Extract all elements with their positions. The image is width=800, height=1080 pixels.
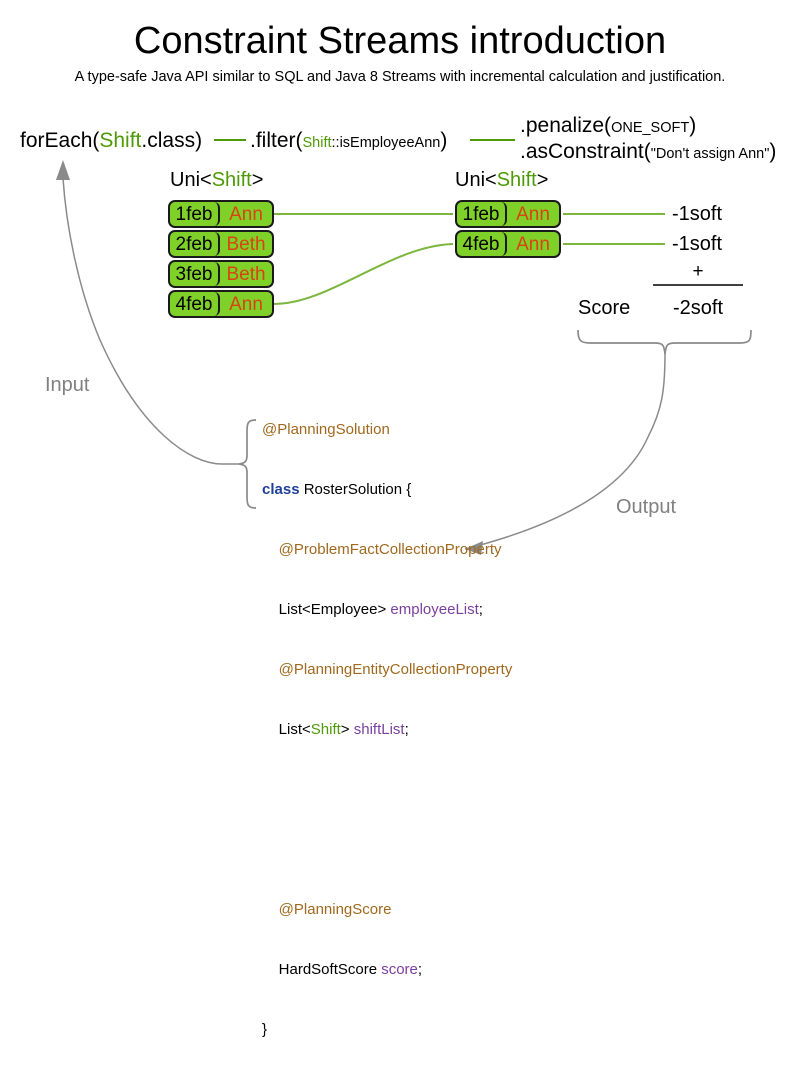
score-field-name: score [381, 961, 418, 978]
employee-list-semicolon: ; [478, 601, 483, 618]
match-score: -1soft [672, 233, 723, 255]
as-constraint-prefix: .asConstraint( [520, 140, 651, 163]
shift-list-mid: > [340, 721, 354, 738]
fact-chip: 4feb Ann [455, 230, 561, 258]
as-constraint-arg: "Don't assign Ann" [650, 146, 770, 162]
fact-employee: Beth [226, 233, 266, 255]
expression-filter: .filter(Shift::isEmployeeAnn) [250, 128, 447, 156]
page-title: Constraint Streams introduction [133, 20, 667, 62]
filter-suffix: ) [440, 129, 448, 152]
stream-line-4feb [273, 243, 454, 305]
class-name: RosterSolution { [299, 481, 412, 498]
fact-employee: Ann [516, 233, 550, 255]
score-total: -2soft [672, 297, 724, 319]
penalize-suffix: ) [689, 114, 697, 137]
score-brace [577, 329, 752, 355]
shift-list-name: shiftList [353, 721, 405, 738]
filter-type: Shift [302, 135, 332, 151]
fact-date: 2feb [170, 232, 220, 256]
shift-list-semicolon: ; [404, 721, 409, 738]
code-line: @PlanningEntityCollectionProperty [262, 660, 513, 680]
filter-method: ::isEmployeeAnn [331, 135, 441, 151]
fact-date: 4feb [457, 232, 507, 256]
penalize-arg: ONE_SOFT [611, 120, 690, 136]
code-line: @PlanningScore [262, 900, 512, 920]
fact-date: 1feb [457, 202, 507, 226]
keyword-class: class [262, 481, 300, 498]
code-line: class RosterSolution { [262, 480, 512, 500]
fact-employee: Beth [226, 263, 266, 285]
input-arrow-head [56, 160, 70, 180]
fact-date: 3feb [170, 262, 220, 286]
output-label: Output [616, 496, 677, 518]
foreach-type: Shift [99, 129, 142, 152]
foreach-prefix: forEach( [20, 129, 100, 152]
penalize-prefix: .penalize( [520, 114, 612, 137]
uni-label-left: Uni<Shift> [170, 168, 263, 192]
filter-prefix: .filter( [250, 129, 303, 152]
code-line-blank-2 [262, 840, 512, 860]
match-score: -1soft [672, 203, 723, 225]
annotation-planning-entity: @PlanningEntityCollectionProperty [262, 661, 513, 678]
shift-list-type: Shift [310, 721, 341, 738]
code-line: HardSoftScore score; [262, 960, 512, 980]
code-line: @ProblemFactCollectionProperty [262, 540, 512, 560]
code-line: List<Shift> shiftList; [262, 720, 512, 740]
code-line: @PlanningSolution [262, 420, 512, 440]
uni-right-suffix: > [536, 169, 549, 191]
score-brace-stem [647, 353, 666, 438]
fact-date: 4feb [170, 292, 220, 316]
expression-penalize: .penalize(ONE_SOFT) [520, 113, 696, 141]
foreach-suffix: .class) [141, 129, 203, 152]
annotation-planning-score: @PlanningScore [262, 901, 392, 918]
slide-canvas: Constraint Streams introduction A type-s… [20, 20, 776, 1038]
fact-chip: 1feb Ann [168, 200, 274, 228]
fact-date: 1feb [170, 202, 220, 226]
employee-list-type: List<Employee> [262, 601, 391, 618]
input-label: Input [45, 374, 90, 396]
employee-list-name: employeeList [390, 601, 479, 618]
fact-employee: Ann [229, 203, 263, 225]
score-label: Score [578, 297, 631, 319]
as-constraint-suffix: ) [769, 140, 777, 163]
uni-left-suffix: > [251, 169, 264, 191]
score-field-semicolon: ; [417, 961, 423, 978]
uni-right-prefix: Uni< [455, 169, 497, 191]
shift-list-prefix: List< [262, 721, 311, 738]
class-close-brace: } [262, 1021, 268, 1038]
fact-chip: 4feb Ann [168, 290, 274, 318]
uni-left-type: Shift [211, 169, 252, 191]
score-field-type: HardSoftScore [262, 961, 382, 978]
page-subtitle: A type-safe Java API similar to SQL and … [74, 69, 726, 85]
expression-as-constraint: .asConstraint("Don't assign Ann") [520, 139, 776, 167]
fact-chip: 2feb Beth [168, 230, 274, 258]
code-line-blank [262, 780, 512, 800]
annotation-problem-fact: @ProblemFactCollectionProperty [262, 541, 502, 558]
java-code-block: @PlanningSolution class RosterSolution {… [262, 380, 512, 1080]
uni-label-right: Uni<Shift> [455, 168, 548, 192]
expression-foreach: forEach(Shift.class) [20, 128, 202, 153]
code-line: } [262, 1020, 512, 1040]
uni-right-type: Shift [496, 169, 537, 191]
fact-chip: 1feb Ann [455, 200, 561, 228]
fact-chip: 3feb Beth [168, 260, 274, 288]
code-line: List<Employee> employeeList; [262, 600, 512, 620]
fact-employee: Ann [516, 203, 550, 225]
code-fields-brace [238, 419, 257, 509]
uni-left-prefix: Uni< [170, 169, 212, 191]
score-operator: + [692, 261, 704, 282]
annotation-planning-solution: @PlanningSolution [262, 421, 390, 438]
fact-employee: Ann [229, 293, 263, 315]
